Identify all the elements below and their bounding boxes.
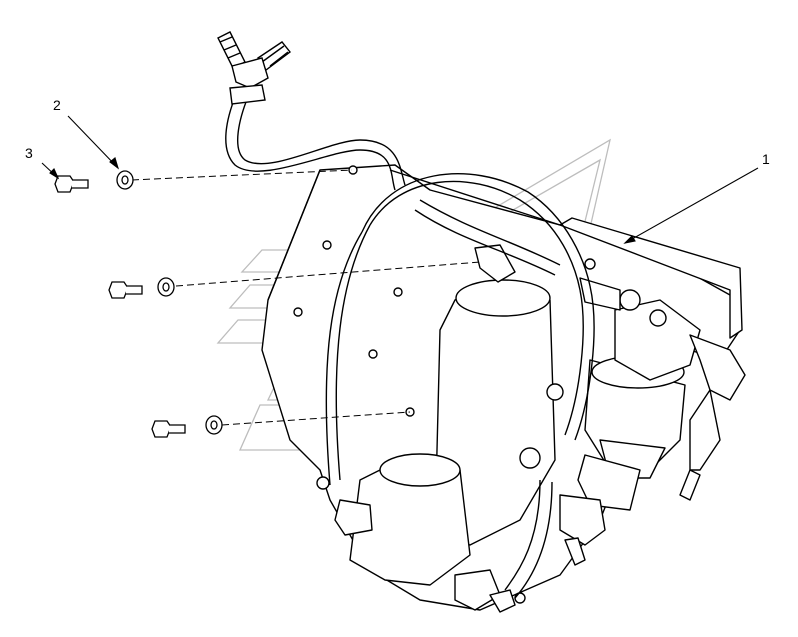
bottom-nipple [564,537,586,566]
lower-fitting [334,499,373,536]
washer-1 [116,170,134,190]
right-fitting [689,334,746,401]
fuel-filter-assembly [261,164,746,613]
callout-label-3: 3 [25,145,33,161]
washer-3 [205,415,223,435]
top-plate [559,217,743,339]
bottom-valve [559,494,606,546]
callout-label-2: 2 [53,97,61,113]
bolt-1 [54,175,89,193]
bolt-2 [108,281,143,299]
filter-head [614,299,701,381]
washer-2 [157,277,175,297]
right-nipple [679,469,701,501]
bolt-3 [151,420,186,438]
callout-label-1: 1 [762,151,770,167]
y-connector [217,31,291,105]
fuel-hoses [225,89,595,599]
fasteners [54,170,223,438]
upper-connector [474,244,516,283]
filter-bowl [577,454,641,511]
hose-clamp [229,84,266,105]
alignment-lines [131,169,481,426]
canister-top [455,279,551,317]
leader-lines [41,115,759,244]
